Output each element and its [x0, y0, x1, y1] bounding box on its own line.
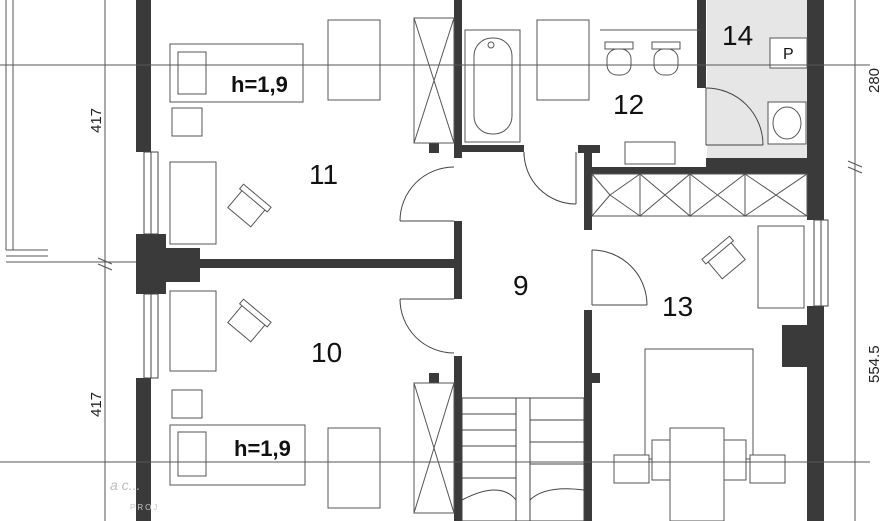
- shower-tray: [624, 141, 676, 165]
- wall-left-outer-top: [136, 0, 151, 152]
- doors: [399, 87, 764, 354]
- nightstand-room-10: [171, 389, 203, 419]
- room-label-13: 13: [662, 291, 693, 322]
- room-label-10: 10: [311, 337, 342, 368]
- stair-center-rail: [515, 397, 531, 521]
- room-label-12: 12: [613, 89, 644, 120]
- staircase: [461, 397, 585, 521]
- wall-center-post-bottom: [429, 373, 439, 383]
- chair-room-13: [701, 235, 746, 280]
- wall-13-left: [584, 310, 592, 521]
- stair-right-run: [529, 397, 585, 521]
- wall-center-bottom: [454, 356, 462, 521]
- desk-room-10: [169, 290, 217, 372]
- stair-left-run: [461, 397, 517, 521]
- wall-stair-right: [584, 145, 592, 230]
- wall-right-outer-bottom: [807, 306, 824, 521]
- wall-chimney: [782, 325, 807, 367]
- marker-p: P: [783, 46, 794, 63]
- p-box: [769, 37, 808, 69]
- windows: [143, 151, 829, 379]
- wall-14-bottom: [706, 158, 807, 167]
- wall-partition-10-11: [200, 259, 458, 268]
- bidet-tank: [651, 41, 681, 50]
- room-label-14: 14: [722, 20, 753, 51]
- furniture: [169, 17, 808, 521]
- watermark-subtext: PROJ: [130, 503, 159, 512]
- nightstand-left: [613, 454, 650, 484]
- wardrobe-room-13: [591, 173, 808, 217]
- room-label-9: 9: [513, 270, 529, 301]
- bed-height-label-bottom: h=1,9: [234, 436, 291, 461]
- toilet-tank: [604, 41, 634, 50]
- wall-center-top: [454, 0, 462, 158]
- dimension-right-top: 280: [866, 68, 883, 93]
- room-label-11: 11: [309, 159, 338, 190]
- wall-center-post-top: [429, 143, 439, 153]
- sink-cabinet-room-12: [536, 19, 590, 101]
- shelf-room-10: [327, 427, 381, 509]
- bed-headboard: [669, 427, 725, 521]
- wall-stair-post: [590, 373, 600, 383]
- wall-13-top: [592, 167, 807, 174]
- chair-room-10: [227, 298, 272, 343]
- shelf-room-11: [327, 19, 381, 101]
- wall-center-mid: [454, 221, 462, 299]
- wall-right-outer-top: [807, 0, 824, 220]
- chair-room-11: [227, 183, 272, 228]
- watermark-text: a c...: [110, 477, 140, 493]
- wall-stair-right-stub: [578, 145, 600, 153]
- wall-12-14: [697, 0, 706, 88]
- desk-room-11: [169, 161, 217, 245]
- dimension-left-bottom: 417: [88, 392, 105, 417]
- walls: [136, 0, 824, 521]
- wall-bath-bottom: [454, 145, 524, 152]
- toilet: [606, 48, 632, 76]
- bidet: [653, 48, 679, 76]
- dimension-left-top: 417: [88, 108, 105, 133]
- wall-left-block: [136, 234, 166, 294]
- wall-left-column: [166, 248, 200, 282]
- bed-height-label-top: h=1,9: [231, 72, 288, 97]
- desk-room-13: [757, 225, 805, 309]
- dimension-right-bottom: 554.5: [866, 345, 883, 383]
- wall-left-outer-bottom: [136, 378, 151, 521]
- nightstand-right: [749, 454, 786, 484]
- nightstand-room-11: [171, 107, 203, 137]
